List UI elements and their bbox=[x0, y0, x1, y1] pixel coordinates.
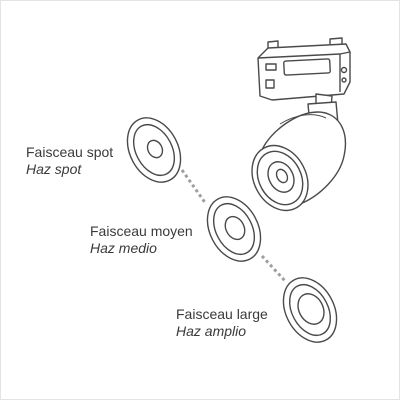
connector-medio-amplio bbox=[260, 254, 288, 284]
beam-label-amplio-french: Faisceau large bbox=[176, 306, 268, 322]
lens-disc-medio-icon bbox=[206, 196, 262, 262]
beam-label-medio-french: Faisceau moyen bbox=[90, 223, 193, 239]
beam-label-spot: Faisceau spot Haz spot bbox=[26, 144, 113, 178]
beam-label-amplio: Faisceau large Haz amplio bbox=[176, 306, 268, 340]
beam-label-spot-spanish: Haz spot bbox=[26, 161, 82, 177]
beam-label-spot-french: Faisceau spot bbox=[26, 144, 114, 160]
lens-disc-spot-icon bbox=[126, 117, 182, 183]
track-spotlight-icon bbox=[251, 37, 351, 212]
lens-disc-amplio-icon bbox=[282, 277, 338, 343]
beam-label-medio: Faisceau moyen Haz medio bbox=[90, 223, 193, 257]
beam-label-amplio-spanish: Haz amplio bbox=[176, 323, 247, 339]
connector-spot-medio bbox=[180, 169, 208, 205]
beam-label-medio-spanish: Haz medio bbox=[90, 240, 157, 256]
